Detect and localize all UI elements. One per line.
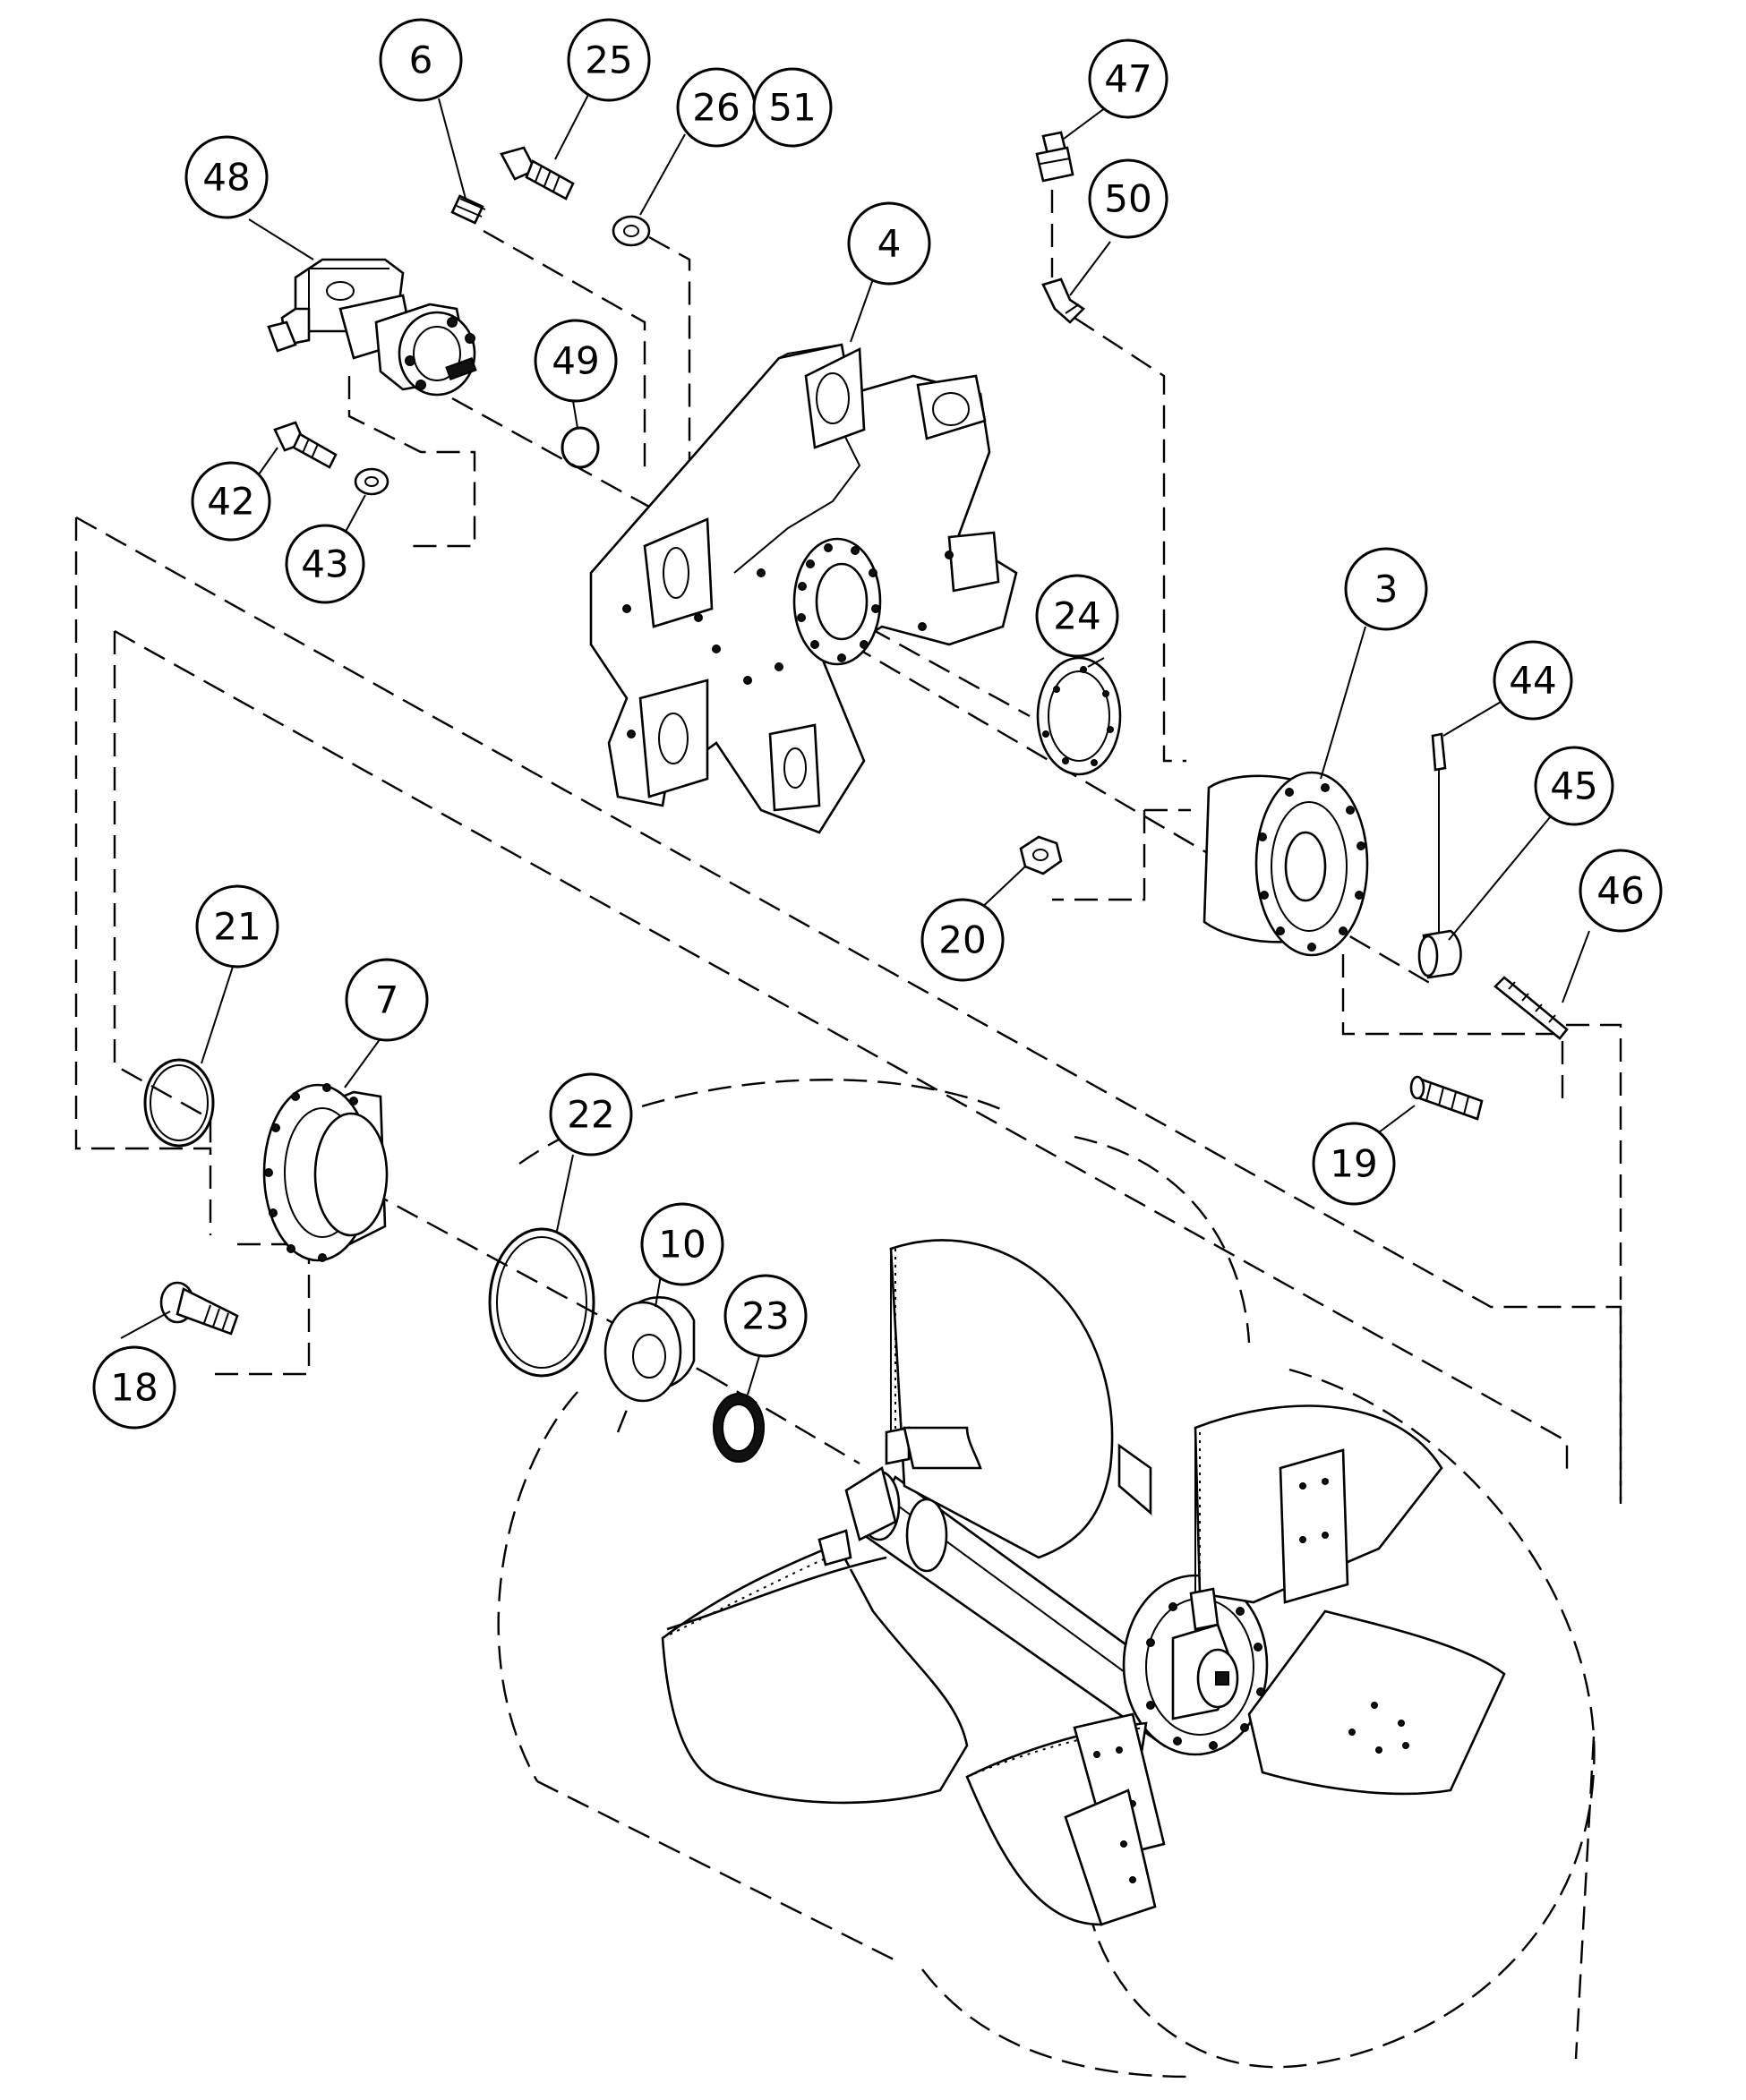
callout-6-label: 6 — [409, 38, 433, 82]
fitting-part-47 — [1035, 131, 1074, 183]
callout-22: 22 — [549, 1072, 633, 1157]
callout-7-label: 7 — [375, 978, 399, 1022]
callout-19-label: 19 — [1330, 1142, 1377, 1186]
callout-49-label: 49 — [552, 339, 599, 383]
callout-46-label: 46 — [1596, 869, 1644, 913]
gasket-part-24 — [1036, 656, 1122, 776]
callout-45: 45 — [1534, 746, 1614, 826]
callout-49: 49 — [534, 319, 618, 403]
callout-50: 50 — [1088, 158, 1168, 239]
sleeve-part-45 — [1417, 929, 1462, 979]
o-ring-part-22 — [488, 1227, 595, 1378]
hydraulic-motor-part-48 — [267, 258, 477, 397]
callout-10-label: 10 — [658, 1223, 706, 1267]
star-mounting-plate-part-4 — [589, 343, 1018, 834]
washer-part-26 — [612, 215, 651, 247]
pin-part-44 — [1431, 732, 1447, 935]
callout-3: 3 — [1344, 547, 1428, 631]
callout-22-label: 22 — [567, 1093, 614, 1137]
stud-part-19 — [1409, 1075, 1484, 1121]
callout-43-label: 43 — [301, 542, 348, 586]
o-ring-part-21 — [143, 1058, 215, 1148]
bearing-housing-part-3 — [1203, 771, 1369, 957]
bolt-part-42 — [273, 421, 338, 469]
flange-housing-part-7 — [262, 1083, 389, 1262]
bolt-part-18 — [159, 1281, 239, 1336]
callout-43: 43 — [285, 524, 365, 604]
callout-26: 26 — [676, 67, 757, 148]
callout-leaders — [120, 89, 1590, 1396]
callout-51: 51 — [752, 67, 833, 148]
callout-21-label: 21 — [213, 905, 261, 949]
callout-23-label: 23 — [741, 1294, 789, 1338]
bearing-part-10 — [603, 1296, 696, 1403]
callout-42-label: 42 — [207, 480, 254, 524]
callout-4-label: 4 — [877, 222, 902, 266]
assembly-dashed-lines — [74, 190, 1622, 2079]
set-screw-part-6 — [450, 194, 486, 225]
callout-10: 10 — [640, 1202, 724, 1286]
callout-48-label: 48 — [202, 156, 250, 200]
bolt-part-25 — [500, 146, 575, 201]
callout-47-label: 47 — [1104, 57, 1151, 101]
callout-19: 19 — [1312, 1122, 1396, 1206]
callout-26-label: 26 — [692, 86, 740, 130]
rotor-assembly — [661, 1239, 1506, 1926]
callout-18-label: 18 — [110, 1366, 158, 1410]
callout-7: 7 — [345, 958, 429, 1042]
elbow-fitting-part-50 — [1041, 277, 1086, 324]
callout-44: 44 — [1493, 640, 1573, 721]
callout-3-label: 3 — [1374, 568, 1399, 611]
callout-50-label: 50 — [1104, 177, 1151, 221]
callout-48: 48 — [184, 135, 269, 219]
callout-4: 4 — [847, 201, 931, 286]
lock-nut-part-23 — [713, 1393, 765, 1463]
callout-18: 18 — [92, 1345, 176, 1430]
callout-20-label: 20 — [938, 918, 986, 962]
callout-24-label: 24 — [1053, 594, 1100, 638]
nut-part-20 — [1019, 835, 1063, 875]
callout-45-label: 45 — [1550, 764, 1597, 808]
callout-46: 46 — [1579, 849, 1663, 933]
callout-44-label: 44 — [1509, 659, 1556, 703]
o-ring-part-49 — [561, 426, 600, 469]
callout-6: 6 — [379, 18, 463, 102]
callout-25-label: 25 — [585, 38, 632, 82]
threaded-rod-part-46 — [1494, 976, 1569, 1040]
callout-20: 20 — [920, 898, 1005, 982]
callout-23: 23 — [723, 1274, 808, 1358]
callout-24: 24 — [1035, 574, 1119, 658]
callout-42: 42 — [191, 461, 271, 542]
callout-25: 25 — [567, 18, 651, 102]
washer-part-43 — [354, 467, 389, 496]
callout-47: 47 — [1088, 38, 1168, 119]
callout-51-label: 51 — [768, 86, 816, 130]
callout-21: 21 — [195, 884, 279, 969]
